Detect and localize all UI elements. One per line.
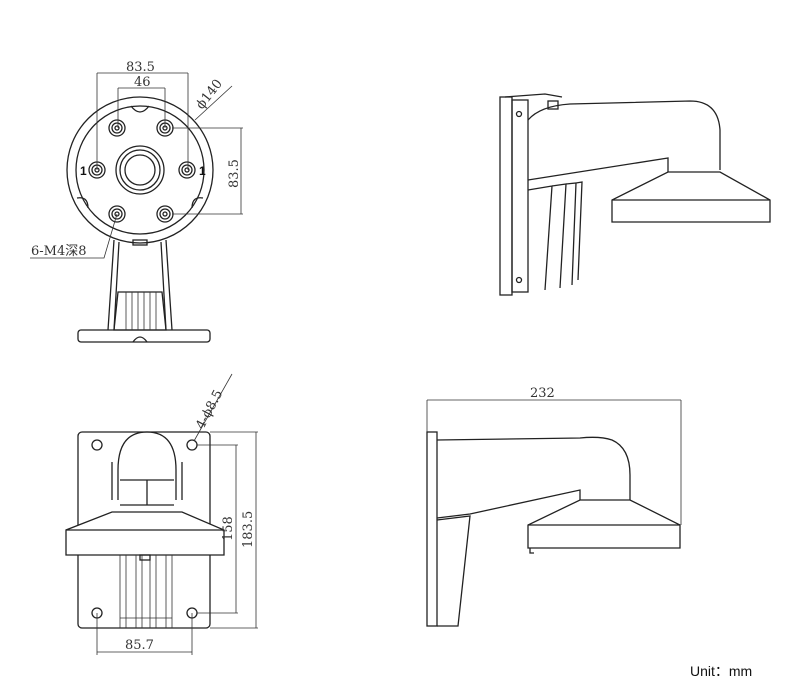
hole-callout: 4-ϕ8.5	[193, 388, 226, 432]
top-view: 1 1 83.5 46 ϕ140 83.5 6-M4深8	[30, 60, 243, 343]
dim-inner-spacing: 46	[134, 75, 151, 90]
thread-callout: 6-M4深8	[31, 244, 87, 259]
center-boss	[115, 145, 165, 195]
dim-overall-length: 232	[530, 386, 555, 401]
dimension-lines	[30, 72, 243, 259]
side-view-top	[499, 93, 771, 296]
hole-marker-left: 1	[80, 164, 87, 178]
dome-shroud	[65, 511, 225, 556]
outer-disk	[66, 96, 214, 244]
hole-marker-right: 1	[199, 164, 206, 178]
dim-outer-spacing: 83.5	[126, 60, 155, 75]
front-view: 4-ϕ8.5 158 183.5 85.7	[65, 373, 258, 655]
dim-hole-horizontal: 85.7	[125, 638, 154, 653]
unit-label: Unit：mm	[690, 663, 752, 679]
dim-vertical-spacing: 83.5	[227, 159, 242, 188]
dim-plate-height: 183.5	[241, 511, 256, 548]
side-view-bottom: 232	[426, 386, 682, 627]
stand	[77, 239, 211, 343]
dim-hole-vertical: 158	[221, 516, 236, 541]
